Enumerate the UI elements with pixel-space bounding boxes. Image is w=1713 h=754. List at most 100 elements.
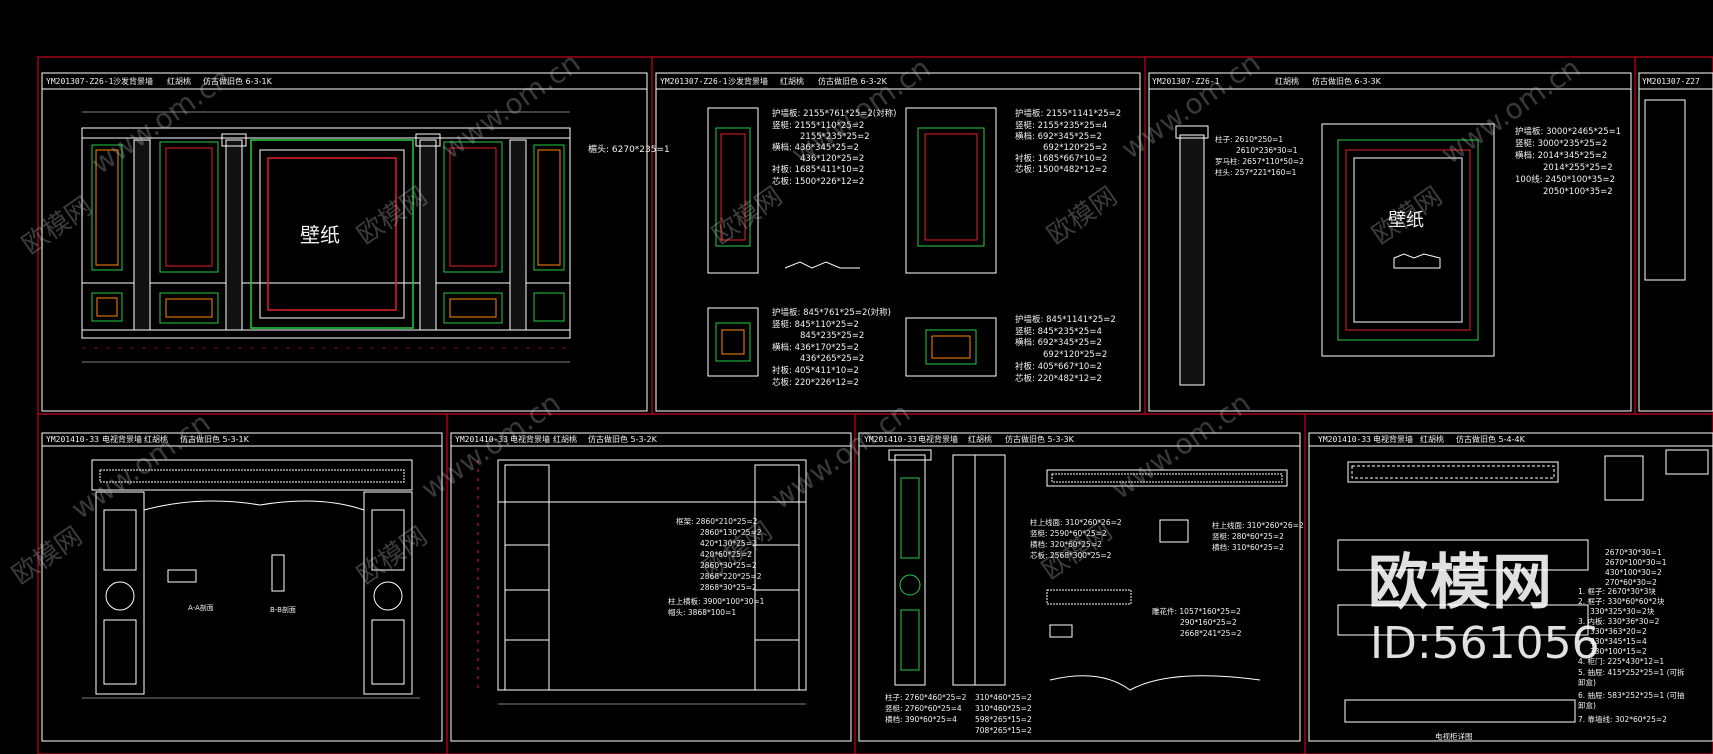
s7a-3: 芯板: 2568*300*25=2: [1030, 550, 1112, 560]
s6-2: 420*130*25=2: [700, 539, 757, 548]
s8-caption: 电视柜详图: [1435, 731, 1473, 741]
s2d-5: 芯板: 220*482*12=2: [1015, 373, 1102, 384]
sheet6-code: YM201410-33: [455, 435, 508, 444]
s2c-1: 竖梃: 845*110*25=2: [772, 319, 859, 330]
sheet1-note-1: 楣头: 6270*235=1: [588, 143, 670, 155]
brand-watermark-large: 欧模网: [1368, 548, 1554, 618]
s5-detail-b: B-B剖面: [270, 605, 296, 614]
s8-11: 4. 柜门: 225*430*12=1: [1578, 656, 1664, 666]
s5-detail-a: A-A剖面: [188, 603, 214, 612]
s6-4: 2860*30*25=2: [700, 561, 757, 570]
sheet6-name: 电视背景墙: [510, 434, 550, 444]
s2a-3: 横档: 436*345*25=2: [772, 142, 859, 153]
s7d-2: 横档: 390*60*25=4: [885, 714, 957, 724]
s8-8: 330*363*20=2: [1590, 627, 1647, 636]
sheet2-details: 护墙板: 2155*761*25=2(対称) 竖梃: 2155*110*25=2…: [707, 107, 1121, 388]
watermark-brand-1: 欧模网: [17, 191, 98, 260]
s2a-5: 衬板: 1685*411*10=2: [772, 164, 864, 175]
sheet6-finish: 仿古做旧色 5-3-2K: [588, 434, 658, 444]
s4-2: 横档: 2014*345*25=2: [1515, 150, 1607, 161]
s8-14: 6. 抽屉: 583*252*25=1 (可抽: [1578, 690, 1685, 700]
sheet5-elevation: A-A剖面 B-B剖面: [82, 459, 420, 699]
s7a-2: 横档: 320*60*25=2: [1030, 539, 1102, 549]
s2a-6: 芯板: 1500*226*12=2: [772, 176, 864, 187]
s8-15: 卸盒): [1578, 700, 1596, 710]
s2b-3: 692*120*25=2: [1043, 143, 1107, 153]
sheet7-wood: 红胡桃: [968, 434, 992, 444]
sheet5-code: YM201410-33: [46, 435, 99, 444]
s2c-5: 衬板: 405*411*10=2: [772, 365, 859, 376]
sheet1-finish: 仿古做旧色 6-3-1K: [203, 76, 273, 86]
s8-5: 2. 框子: 330*60*60*2块: [1578, 596, 1665, 606]
s6-0: 框架: 2860*210*25=2: [676, 516, 758, 526]
s2a-2: 2155*235*25=2: [800, 132, 870, 142]
sheet1-code: YM201307-Z26-1: [46, 77, 114, 86]
s8-12: 5. 抽屉: 415*252*25=1 (可拆: [1578, 667, 1685, 677]
s7b-2: 横档: 310*60*25=2: [1212, 542, 1284, 552]
sheet1-wood: 红胡桃: [167, 76, 191, 86]
s4-3: 2014*255*25=2: [1543, 163, 1613, 173]
s7e-1: 310*460*25=2: [975, 704, 1032, 713]
s2c-0: 护墙板: 845*761*25=2(対称): [772, 307, 891, 318]
sheet2-wood: 红胡桃: [780, 76, 804, 86]
s2c-6: 芯板: 220*226*12=2: [772, 377, 859, 388]
s8-4: 1. 框子: 2670*30*3块: [1578, 586, 1656, 596]
s6-5: 2868*220*25=2: [700, 572, 762, 581]
s2a-4: 436*120*25=2: [800, 154, 864, 164]
sheet5-name: 电视背景墙: [102, 434, 142, 444]
s6-7: 柱上横板: 3900*100*30=1: [668, 596, 765, 606]
s7c-1: 290*160*25=2: [1180, 618, 1237, 627]
s8-16: 7. 靠墙线: 302*60*25=2: [1578, 714, 1667, 724]
s8-9: 330*345*15=4: [1590, 637, 1647, 646]
s2b-5: 芯板: 1500*482*12=2: [1015, 164, 1107, 175]
sheet8-details: 2670*30*30=1 2670*100*30=1 430*100*30=2 …: [1337, 449, 1709, 741]
s6-1: 2860*130*25=2: [700, 528, 762, 537]
s7d-1: 竖梃: 2760*60*25=4: [885, 703, 962, 713]
s7a-0: 柱上线面: 310*260*26=2: [1030, 517, 1122, 527]
sheet4-code: YM201307-Z27: [1642, 77, 1700, 86]
sheet7-code: YM201410-33: [864, 435, 917, 444]
s2d-4: 衬板: 405*667*10=2: [1015, 361, 1102, 372]
s7a-1: 竖梃: 2590*60*25=2: [1030, 528, 1107, 538]
watermark-brand-5: 欧模网: [1367, 181, 1448, 250]
s2d-3: 692*120*25=2: [1043, 350, 1107, 360]
s3-3: 柱头: 257*221*160=1: [1215, 167, 1297, 177]
sheet3-finish: 仿古做旧色 6-3-3K: [1312, 76, 1382, 86]
sheet8-finish: 仿古做旧色 5-4-4K: [1456, 434, 1526, 444]
title-blocks: YM201307-Z26-1 沙发背景墙 红胡桃 仿古做旧色 6-3-1K YM…: [46, 76, 1700, 444]
s2b-1: 竖梃: 2155*235*25=4: [1015, 120, 1107, 131]
sheet-frames: [37, 56, 1713, 754]
sheet7-name: 电视背景墙: [918, 434, 958, 444]
sheet5-wood: 红胡桃: [144, 434, 168, 444]
s2d-2: 横档: 692*345*25=2: [1015, 337, 1102, 348]
sheet2-name: 沙发背景墙: [728, 76, 768, 86]
sheet6-wood: 红胡桃: [553, 434, 577, 444]
sheet2-code: YM201307-Z26-1: [660, 77, 728, 86]
s4-5: 2050*100*35=2: [1543, 187, 1613, 197]
s2b-4: 衬板: 1685*667*10=2: [1015, 153, 1107, 164]
s7e-0: 310*460*25=2: [975, 693, 1032, 702]
s7b-1: 竖梃: 280*60*25=2: [1212, 531, 1284, 541]
watermark-brand-6: 欧模网: [7, 521, 88, 590]
sheet2-finish: 仿古做旧色 6-3-2K: [818, 76, 888, 86]
sheet3-wallpaper-label: 壁纸: [1388, 210, 1424, 231]
s8-2: 430*100*30=2: [1605, 568, 1662, 577]
sheet3-details: 壁纸 柱子: 2610*250=1 2610*236*30=1 罗马柱: 265…: [1175, 99, 1686, 386]
s2a-0: 护墙板: 2155*761*25=2(対称): [772, 108, 896, 119]
s8-1: 2670*100*30=1: [1605, 558, 1667, 567]
s3-2: 罗马柱: 2657*110*50=2: [1215, 156, 1304, 166]
s8-6: 330*325*30=2块: [1590, 606, 1655, 616]
sheet8-wood: 红胡桃: [1420, 434, 1444, 444]
sheet5-finish: 仿古做旧色 5-3-1K: [180, 434, 250, 444]
s2c-3: 横档: 436*170*25=2: [772, 342, 859, 353]
s7c-0: 雕花件: 1057*160*25=2: [1152, 606, 1241, 616]
s4-0: 护墙板: 3000*2465*25=1: [1515, 126, 1621, 137]
s2b-0: 护墙板: 2155*1141*25=2: [1015, 108, 1121, 119]
sheet1-name: 沙发背景墙: [113, 76, 153, 86]
watermark-site-6: www.om.cn: [65, 406, 216, 526]
s2a-1: 竖梃: 2155*110*25=2: [772, 120, 864, 131]
s6-8: 帽头: 3868*100=1: [668, 607, 736, 617]
sheet3-wood: 红胡桃: [1275, 76, 1299, 86]
s8-10: 330*100*15=2: [1590, 647, 1647, 656]
